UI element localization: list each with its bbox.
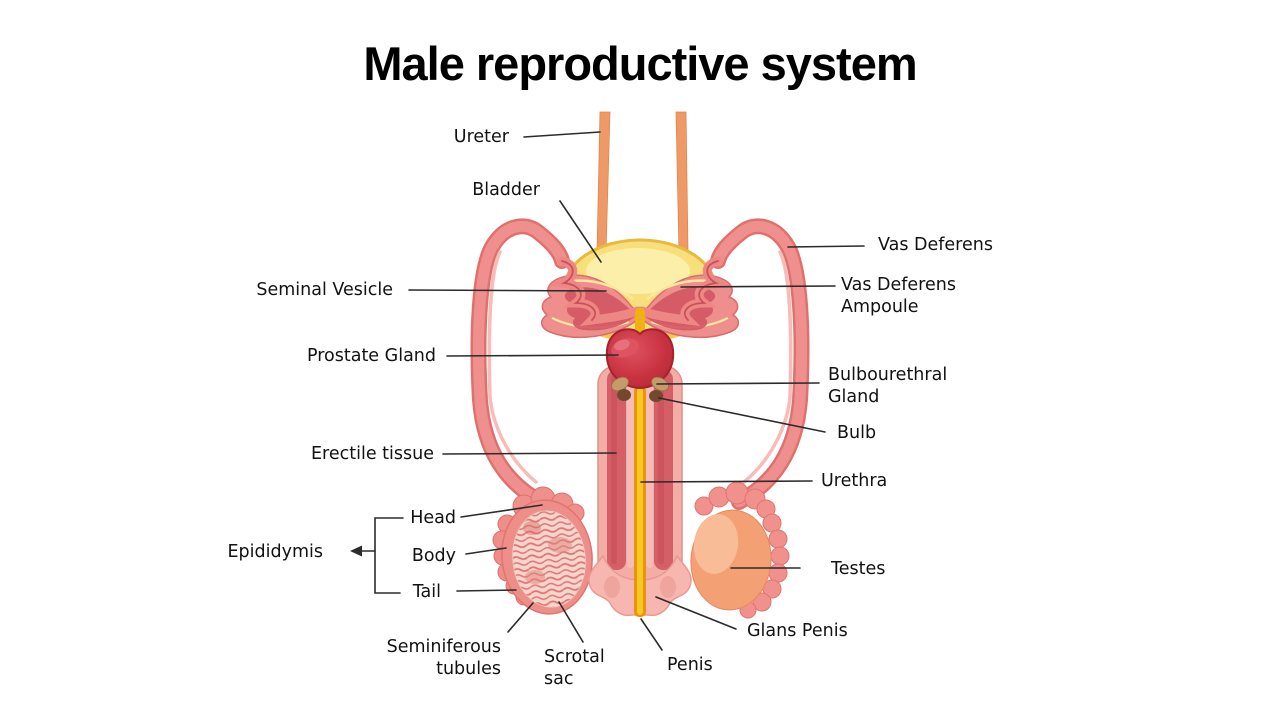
- leader-vas-ampoule: [680, 285, 836, 288]
- vas-deferens-right: [718, 226, 802, 502]
- label-seminiferous-tubules: Seminiferous tubules: [386, 637, 501, 679]
- label-prostate-gland: Prostate Gland: [306, 346, 436, 366]
- label-epididymis-body: Body: [411, 546, 456, 566]
- prostate-gland-shape: [605, 328, 675, 390]
- epididymis-bracket: [374, 517, 404, 594]
- label-urethra: Urethra: [821, 471, 888, 491]
- leader-scrotal-sac: [558, 601, 584, 643]
- label-vas-deferens: Vas Deferens: [878, 235, 993, 255]
- leader-body: [465, 547, 507, 555]
- leader-bladder: [559, 200, 602, 263]
- leader-glans-penis: [655, 596, 737, 630]
- epididymis-crescent: [694, 481, 790, 619]
- label-vas-deferens-ampoule: Vas Deferens Ampoule: [841, 275, 956, 317]
- label-scrotal-sac: Scrotal sac: [544, 647, 605, 689]
- leader-bulb: [658, 397, 826, 433]
- right-testis: [690, 481, 790, 619]
- label-bladder: Bladder: [472, 180, 540, 200]
- label-epididymis-tail: Tail: [412, 582, 441, 602]
- label-ureter: Ureter: [453, 127, 509, 147]
- label-testes: Testes: [831, 559, 886, 579]
- label-erectile-tissue: Erectile tissue: [311, 444, 434, 464]
- leader-tail: [456, 589, 517, 592]
- leader-penis: [640, 618, 663, 651]
- vas-deferens-left: [470, 218, 570, 510]
- urethra-shape: [634, 386, 646, 617]
- leader-seminiferous: [507, 602, 534, 633]
- label-bulb: Bulb: [837, 423, 877, 443]
- label-penis: Penis: [667, 655, 713, 675]
- leader-vas-deferens: [787, 245, 865, 248]
- urethra-top: [635, 308, 645, 338]
- epididymis-arrowhead: [350, 545, 362, 557]
- label-glans-penis: Glans Penis: [747, 621, 848, 641]
- page-title: Male reproductive system: [363, 37, 917, 90]
- label-seminal-vesicle: Seminal Vesicle: [256, 280, 393, 300]
- leader-erectile-tissue: [442, 452, 617, 455]
- ureter-tubes: [596, 111, 689, 253]
- leader-lines: [350, 131, 865, 651]
- label-epididymis-head: Head: [410, 508, 456, 528]
- label-bulbourethral-gland: Bulbourethral Gland: [828, 365, 948, 407]
- left-testis: [492, 486, 593, 615]
- leader-urethra: [640, 480, 813, 483]
- leader-head: [460, 504, 543, 518]
- label-epididymis: Epididymis: [227, 542, 324, 562]
- leader-ureter: [523, 131, 601, 138]
- leader-bulbourethral: [656, 382, 820, 385]
- leader-prostate: [446, 354, 619, 357]
- leader-seminal-vesicle: [408, 289, 607, 292]
